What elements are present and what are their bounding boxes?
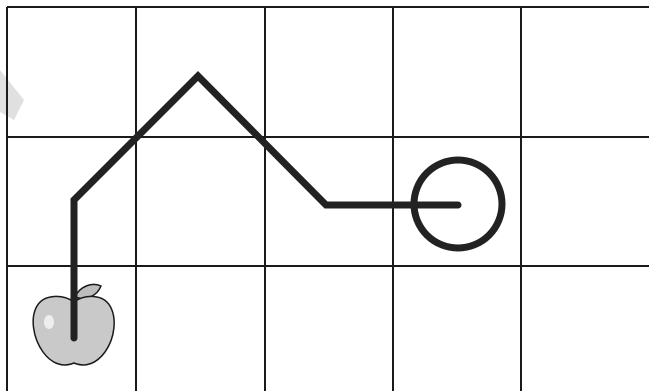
corner-mark	[0, 70, 24, 120]
apple-highlight	[44, 315, 54, 329]
